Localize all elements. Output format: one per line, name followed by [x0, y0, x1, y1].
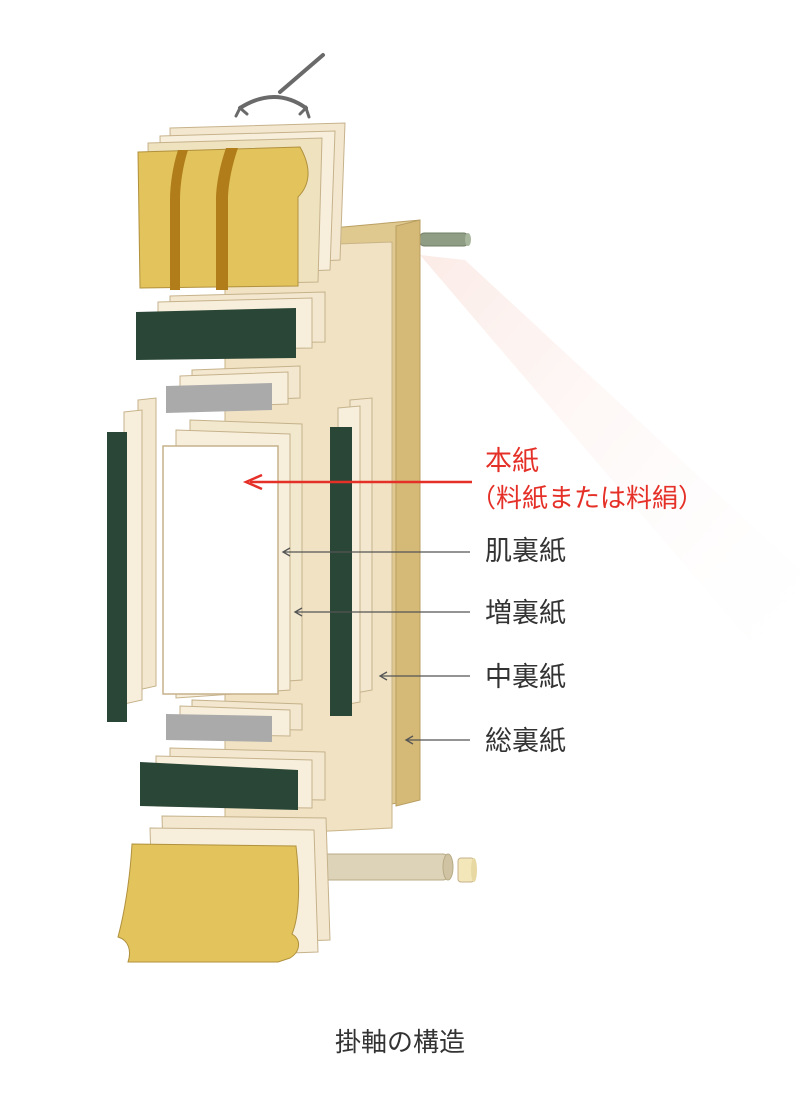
- leader-lines: [242, 473, 472, 745]
- label-nakaura: 中裏紙: [485, 662, 566, 693]
- label-mashiura: 増裏紙: [485, 598, 566, 629]
- souura-pointer-arrowhead: [404, 735, 414, 745]
- mashiura-pointer-arrowhead: [293, 607, 303, 617]
- label-souura: 総裏紙: [485, 726, 566, 757]
- upper-gray-band: [166, 365, 301, 413]
- honshi-pointer-arrowhead: [242, 473, 263, 491]
- right-side-strips: [330, 397, 373, 716]
- lower-gray-band: [166, 699, 303, 742]
- honshi-sheet: [162, 445, 279, 695]
- left-side-strips: [107, 397, 157, 722]
- top-brocade: [137, 122, 346, 290]
- bottom-roller: [309, 853, 477, 883]
- label-honshi-note: （料紙または料絹）: [470, 484, 705, 514]
- diagram-caption: 掛軸の構造: [334, 1028, 465, 1058]
- hanging-cord: [234, 53, 325, 119]
- upper-green-band: [136, 291, 326, 360]
- lower-green-band: [140, 747, 326, 810]
- label-honshi: 本紙: [485, 446, 539, 477]
- bottom-brocade: [117, 815, 331, 963]
- top-rod: [419, 232, 471, 247]
- label-hadaura: 肌裏紙: [485, 536, 566, 567]
- nakaura-pointer-arrowhead: [378, 671, 388, 681]
- hadaura-pointer-arrowhead: [281, 547, 291, 557]
- light-beam: [420, 255, 800, 700]
